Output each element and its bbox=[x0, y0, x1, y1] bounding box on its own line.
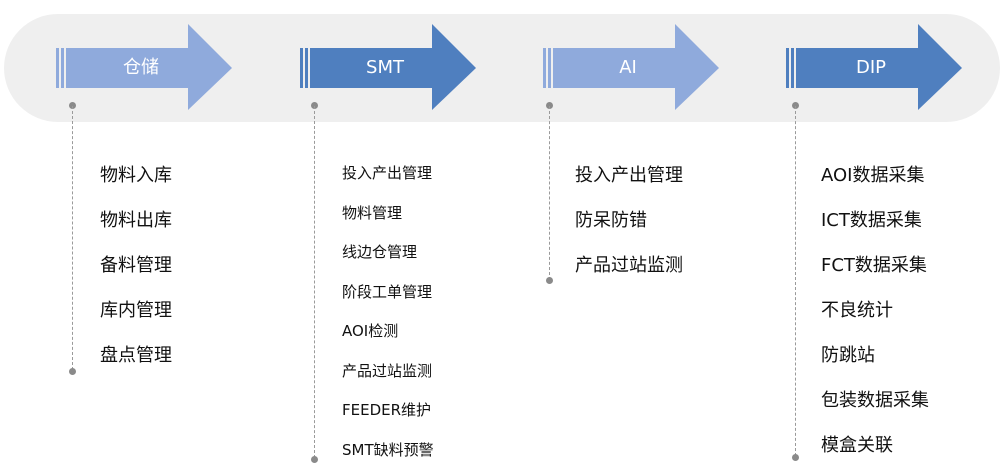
stage-label-1: 仓储 bbox=[123, 57, 159, 78]
connector-dot-top-3 bbox=[546, 102, 553, 109]
stage-1-item-list: 物料入库 物料出库 备料管理 库内管理 盘点管理 bbox=[100, 163, 172, 388]
list-item: 投入产出管理 bbox=[342, 164, 433, 182]
stage-3-item-list: 投入产出管理 防呆防错 产品过站监测 bbox=[575, 163, 683, 298]
connector-line-4 bbox=[795, 106, 796, 456]
list-item: 线边仓管理 bbox=[342, 243, 418, 261]
list-item: 投入产出管理 bbox=[575, 165, 683, 186]
list-item: FEEDER维护 bbox=[342, 401, 432, 419]
list-item: 防呆防错 bbox=[575, 210, 647, 231]
connector-dot-top-2 bbox=[311, 102, 318, 109]
stage-arrow-1 bbox=[56, 24, 232, 110]
list-item: 阶段工单管理 bbox=[342, 282, 433, 301]
connector-dot-bottom-2 bbox=[311, 456, 318, 463]
connector-dot-top-4 bbox=[792, 102, 799, 109]
list-item: AOI检测 bbox=[342, 322, 399, 340]
list-item: 防跳站 bbox=[821, 345, 875, 366]
list-item: 物料管理 bbox=[342, 203, 403, 222]
connector-line-1 bbox=[72, 106, 73, 370]
list-item: 产品过站监测 bbox=[575, 255, 683, 276]
stage-label-4: DIP bbox=[855, 57, 887, 78]
list-item: 不良统计 bbox=[821, 300, 893, 321]
connector-dot-bottom-4 bbox=[792, 454, 799, 461]
stage-arrow-4 bbox=[786, 24, 962, 110]
connector-dot-bottom-1 bbox=[69, 368, 76, 375]
connector-dot-bottom-3 bbox=[546, 277, 553, 284]
connector-line-2 bbox=[314, 106, 315, 458]
list-item: FCT数据采集 bbox=[821, 255, 927, 276]
stage-4-item-list: AOI数据采集 ICT数据采集 FCT数据采集 不良统计 防跳站 包装数据采集 … bbox=[821, 163, 929, 459]
connector-dot-top-1 bbox=[69, 102, 76, 109]
list-item: 物料入库 bbox=[100, 165, 172, 186]
list-item: 包装数据采集 bbox=[821, 390, 929, 411]
stage-arrow-2 bbox=[300, 24, 476, 110]
list-item: 备料管理 bbox=[100, 255, 172, 276]
stage-arrow-3 bbox=[543, 24, 719, 110]
list-item: 盘点管理 bbox=[100, 345, 172, 366]
list-item: 产品过站监测 bbox=[342, 361, 433, 380]
list-item: 模盒关联 bbox=[821, 435, 893, 456]
list-item: AOI数据采集 bbox=[821, 165, 925, 186]
stage-2-item-list: 投入产出管理 物料管理 线边仓管理 阶段工单管理 AOI检测 产品过站监测 FE… bbox=[342, 162, 434, 461]
stage-label-3: AI bbox=[619, 57, 637, 78]
list-item: SMT缺料预警 bbox=[342, 440, 434, 459]
connector-line-3 bbox=[549, 106, 550, 280]
list-item: 物料出库 bbox=[100, 210, 172, 231]
list-item: 库内管理 bbox=[100, 300, 172, 321]
stage-label-2: SMT bbox=[366, 57, 404, 78]
list-item: ICT数据采集 bbox=[821, 210, 922, 231]
